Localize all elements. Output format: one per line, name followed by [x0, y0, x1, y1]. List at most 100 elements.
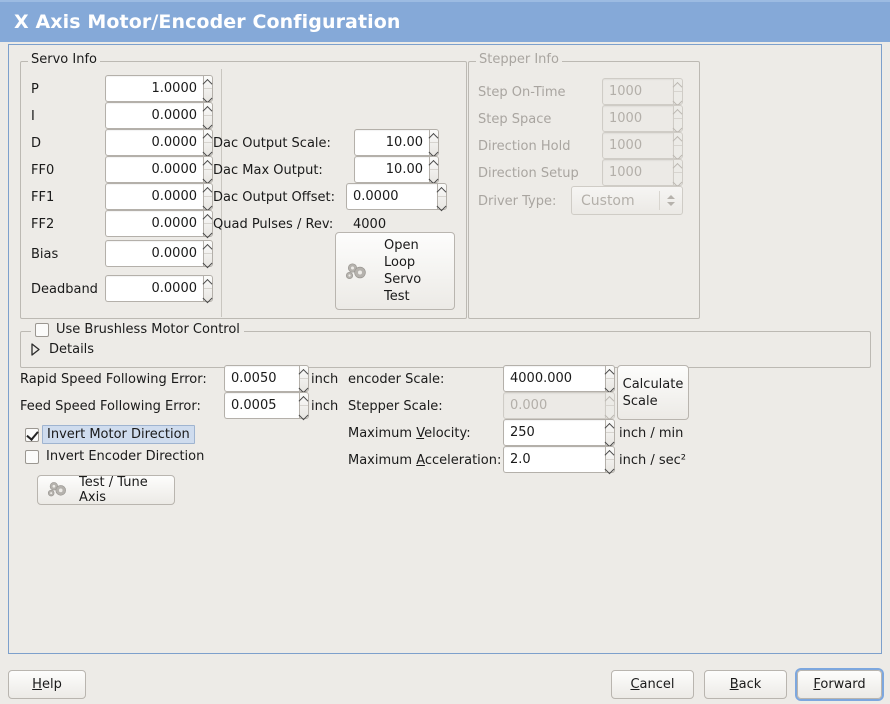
spin-up-button[interactable] — [204, 76, 212, 89]
spin-down-button[interactable] — [606, 379, 614, 392]
spin-down-button[interactable] — [430, 143, 438, 156]
max-velocity-label-post: elocity: — [424, 426, 471, 441]
servo-input-ff0[interactable] — [105, 156, 213, 183]
dac-max-output-input[interactable] — [354, 156, 439, 183]
encoder-scale-input[interactable] — [503, 365, 615, 392]
servo-input-deadband[interactable] — [105, 275, 213, 302]
forward-button[interactable]: Forward — [797, 670, 882, 699]
rapid-following-error-spinner[interactable] — [299, 365, 309, 392]
spin-down-button[interactable] — [606, 433, 614, 446]
servo-input-ff1-field[interactable] — [105, 183, 203, 210]
servo-input-ff2-field[interactable] — [105, 210, 203, 237]
spin-up-button[interactable] — [430, 130, 438, 143]
max-acceleration-spinner[interactable] — [604, 446, 615, 473]
spin-up-button[interactable] — [430, 157, 438, 170]
spin-down-button[interactable] — [204, 224, 212, 237]
spin-up-button[interactable] — [300, 393, 308, 406]
invert-encoder-checkbox-box[interactable] — [25, 449, 39, 464]
spin-up-button[interactable] — [204, 157, 212, 170]
dac-output-offset-field[interactable] — [346, 183, 437, 210]
spin-down-button[interactable] — [204, 143, 212, 156]
servo-input-deadband-spinner[interactable] — [203, 275, 213, 302]
spin-down-button[interactable] — [204, 170, 212, 183]
spin-down-button[interactable] — [438, 197, 446, 210]
spin-down-button[interactable] — [300, 406, 308, 419]
use-brushless-motor-control-checkbox[interactable]: Use Brushless Motor Control — [31, 322, 244, 337]
spin-up-button[interactable] — [605, 447, 614, 460]
dac-output-scale-spinner[interactable] — [429, 129, 439, 156]
spin-down-button[interactable] — [300, 379, 308, 392]
spin-up-button[interactable] — [204, 241, 212, 254]
servo-input-ff0-field[interactable] — [105, 156, 203, 183]
brushless-checkbox-box[interactable] — [35, 322, 49, 337]
spin-up-button[interactable] — [605, 420, 614, 433]
spin-down-button[interactable] — [204, 197, 212, 210]
help-mnemonic: H — [32, 677, 42, 692]
open-loop-servo-test-button[interactable]: Open Loop Servo Test — [335, 232, 455, 310]
help-button[interactable]: Help — [8, 670, 86, 699]
invert-encoder-direction-checkbox[interactable]: Invert Encoder Direction — [25, 449, 204, 464]
servo-input-ff1[interactable] — [105, 183, 213, 210]
servo-input-p-spinner[interactable] — [203, 75, 213, 102]
invert-motor-checkbox-box[interactable] — [25, 427, 39, 442]
servo-input-bias-spinner[interactable] — [203, 240, 213, 267]
spin-down-button[interactable] — [430, 170, 438, 183]
dac-output-offset-input[interactable] — [346, 183, 447, 210]
spin-up-button[interactable] — [204, 211, 212, 224]
spin-up-button[interactable] — [605, 366, 614, 379]
servo-input-i-spinner[interactable] — [203, 102, 213, 129]
spin-up-button[interactable] — [300, 366, 308, 379]
details-expander[interactable]: Details — [31, 342, 94, 357]
back-button[interactable]: Back — [704, 670, 787, 699]
dac-output-scale-input[interactable] — [354, 129, 439, 156]
spin-up-button[interactable] — [438, 184, 446, 197]
encoder-scale-spinner[interactable] — [604, 365, 615, 392]
servo-input-p[interactable] — [105, 75, 213, 102]
servo-input-i-field[interactable] — [105, 102, 203, 129]
max-velocity-spinner[interactable] — [604, 419, 615, 446]
servo-input-p-field[interactable] — [105, 75, 203, 102]
servo-input-d-field[interactable] — [105, 129, 203, 156]
spin-up-button[interactable] — [204, 103, 212, 116]
max-velocity-input[interactable] — [503, 419, 615, 446]
spin-down-button[interactable] — [204, 116, 212, 129]
spin-down-button[interactable] — [204, 89, 212, 102]
servo-input-d[interactable] — [105, 129, 213, 156]
dac-max-output-field[interactable] — [354, 156, 429, 183]
dac-output-scale-field[interactable] — [354, 129, 429, 156]
spin-up-button[interactable] — [204, 130, 212, 143]
feed-following-error-spinner[interactable] — [299, 392, 309, 419]
servo-input-bias[interactable] — [105, 240, 213, 267]
servo-input-ff1-spinner[interactable] — [203, 183, 213, 210]
servo-input-deadband-field[interactable] — [105, 275, 203, 302]
dac-max-output-spinner[interactable] — [429, 156, 439, 183]
chevron-updown-icon — [660, 195, 682, 206]
max-acceleration-field[interactable] — [503, 446, 605, 473]
servo-input-i[interactable] — [105, 102, 213, 129]
servo-input-bias-field[interactable] — [105, 240, 203, 267]
spin-up-button[interactable] — [204, 276, 212, 289]
dac-output-offset-spinner[interactable] — [437, 183, 447, 210]
servo-input-d-spinner[interactable] — [203, 129, 213, 156]
spin-down-button[interactable] — [204, 289, 212, 302]
servo-input-ff0-spinner[interactable] — [203, 156, 213, 183]
test-tune-axis-button[interactable]: Test / Tune Axis — [37, 475, 175, 505]
feed-following-error-input[interactable] — [224, 392, 309, 419]
cancel-button[interactable]: Cancel — [611, 670, 694, 699]
spin-up-button[interactable] — [204, 184, 212, 197]
encoder-scale-field[interactable] — [503, 365, 605, 392]
spin-down-button[interactable] — [204, 254, 212, 267]
stepper-scale-input — [503, 392, 615, 419]
servo-label-i: I — [31, 109, 35, 124]
rapid-following-error-field[interactable] — [224, 365, 299, 392]
servo-input-ff2-spinner[interactable] — [203, 210, 213, 237]
calculate-scale-button[interactable]: Calculate Scale — [617, 365, 689, 420]
gears-icon — [344, 260, 370, 282]
feed-following-error-field[interactable] — [224, 392, 299, 419]
invert-motor-direction-checkbox[interactable]: Invert Motor Direction — [25, 425, 195, 444]
rapid-following-error-input[interactable] — [224, 365, 309, 392]
max-acceleration-input[interactable] — [503, 446, 615, 473]
max-velocity-field[interactable] — [503, 419, 605, 446]
servo-input-ff2[interactable] — [105, 210, 213, 237]
spin-down-button[interactable] — [606, 460, 614, 473]
